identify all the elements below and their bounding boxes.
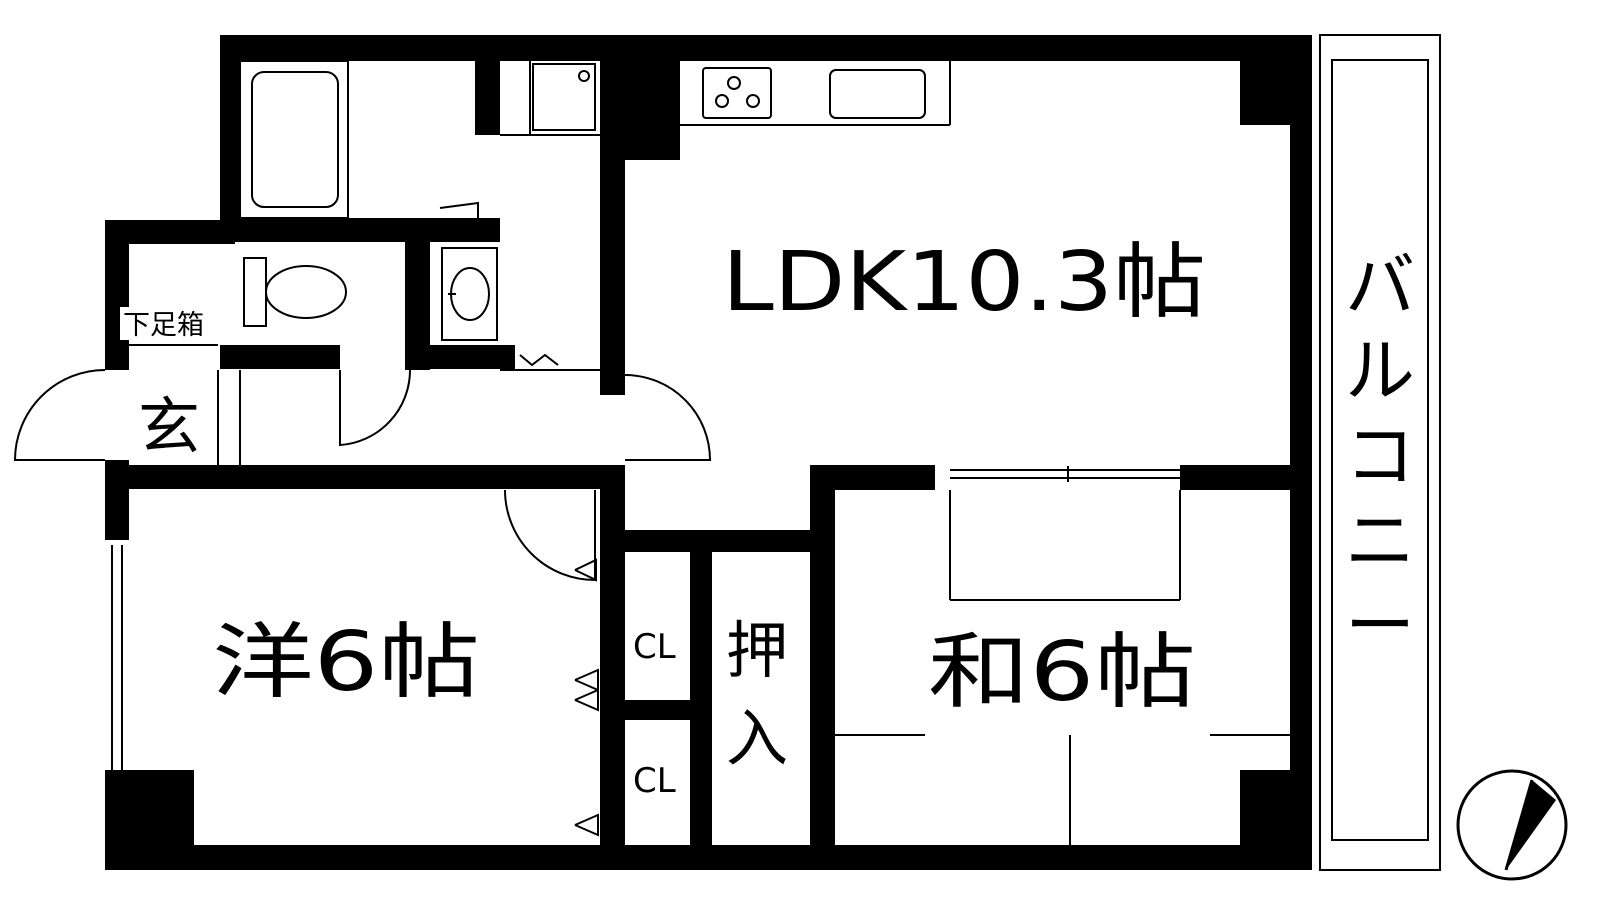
entrance-label: 玄 — [138, 390, 200, 463]
windows — [111, 235, 1306, 845]
balcony-char-3: コ — [1345, 415, 1415, 497]
balcony-char-1: バ — [1345, 245, 1415, 327]
toilet-icon — [243, 257, 347, 327]
wash-basin-icon — [441, 247, 498, 341]
room-dividers — [129, 60, 1290, 845]
doors — [13, 201, 712, 837]
washing-machine-pan-icon — [532, 63, 596, 131]
ldk-label: LDK10.3帖 — [722, 235, 1206, 330]
balcony — [1319, 34, 1441, 871]
closet-upper-label: CL — [633, 627, 676, 667]
balcony-char-5: ー — [1345, 585, 1415, 667]
balcony-char-2: ル — [1345, 330, 1415, 412]
bathtub-icon — [239, 60, 349, 219]
closet-lower-label: CL — [633, 761, 676, 801]
japanese-room-label: 和6帖 — [928, 625, 1196, 720]
north-arrow-icon — [1456, 769, 1568, 881]
balcony-label: バ ル コ ニ ー — [1345, 245, 1415, 667]
kitchen-sink-icon — [829, 69, 926, 119]
walls — [105, 35, 1312, 870]
shoe-box-label: 下足箱 — [123, 310, 204, 341]
oshiire-label-top: 押 — [726, 614, 788, 687]
oshiire-label-bottom: 入 — [726, 702, 788, 775]
gas-stove-icon — [702, 67, 772, 119]
balcony-char-4: ニ — [1345, 500, 1415, 582]
room-labels: LDK10.3帖 洋6帖 和6帖 CL CL 押 入 玄 下足箱 バ ル コ ニ… — [120, 235, 1415, 801]
western-room-label: 洋6帖 — [212, 615, 480, 710]
